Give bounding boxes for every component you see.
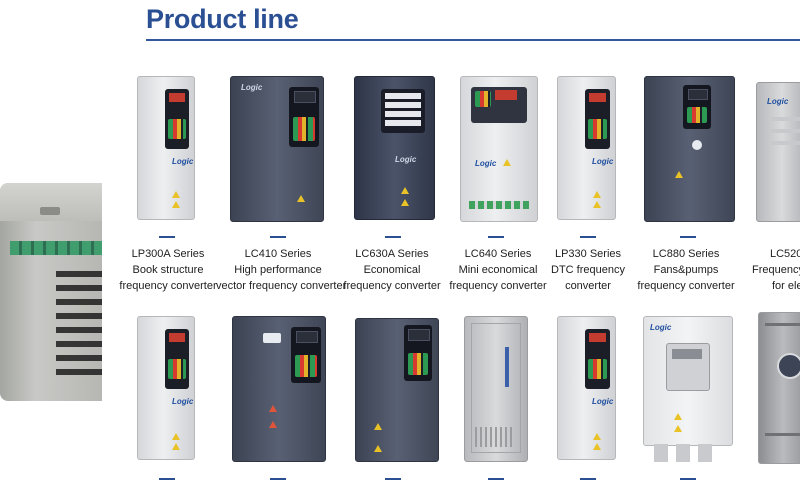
warning-triangle-icon	[374, 423, 382, 430]
product-divider	[385, 236, 401, 238]
product-divider	[488, 478, 504, 480]
product-image-row2-5[interactable]: Logic	[557, 316, 616, 460]
warning-triangle-icon	[172, 201, 180, 208]
warning-triangle-icon	[593, 443, 601, 450]
device-top-panel	[0, 183, 102, 221]
cable-glands	[654, 444, 720, 462]
product-image-row2-6[interactable]: Logic	[643, 316, 733, 446]
product-divider	[488, 236, 504, 238]
device-terminal-strip	[10, 241, 102, 255]
product-image-row2-7[interactable]	[758, 312, 800, 464]
product-image-lc880[interactable]	[644, 76, 735, 222]
warning-triangle-icon	[503, 159, 511, 166]
product-image-lp300a[interactable]: Logic	[137, 76, 195, 220]
product-divider	[385, 478, 401, 480]
zoomed-device-image	[0, 183, 102, 401]
product-image-row2-2[interactable]	[232, 316, 326, 462]
warning-triangle-icon	[374, 445, 382, 452]
warning-triangle-icon	[674, 425, 682, 432]
warning-triangle-icon	[172, 443, 180, 450]
product-divider	[680, 478, 696, 480]
title-underline	[146, 39, 800, 41]
logo-icon: Logic	[172, 157, 194, 166]
product-divider	[580, 236, 596, 238]
warning-triangle-icon	[593, 191, 601, 198]
warning-triangle-icon	[675, 171, 683, 178]
warning-triangle-icon	[269, 421, 277, 428]
product-image-lp330[interactable]: Logic	[557, 76, 616, 220]
logo-icon: Logic	[395, 155, 417, 164]
warning-triangle-icon	[297, 195, 305, 202]
product-divider	[270, 236, 286, 238]
logo-icon	[692, 140, 702, 150]
logo-icon: Logic	[592, 397, 614, 406]
product-divider	[270, 478, 286, 480]
device-vent-grille	[56, 271, 102, 381]
product-divider	[159, 236, 175, 238]
product-image-row2-1[interactable]: Logic	[137, 316, 195, 460]
logo-icon: Logic	[592, 157, 614, 166]
logo-icon: Logic	[475, 159, 497, 168]
product-divider	[580, 478, 596, 480]
page-title: Product line	[146, 4, 299, 34]
warning-triangle-icon	[269, 405, 277, 412]
product-image-lc410[interactable]: Logic	[230, 76, 324, 222]
product-image-lc520[interactable]: Logic	[756, 82, 800, 222]
warning-triangle-icon	[401, 199, 409, 206]
logo-icon: Logic	[172, 397, 194, 406]
warning-triangle-icon	[674, 413, 682, 420]
product-divider	[159, 478, 175, 480]
device-notch	[40, 207, 60, 215]
warning-triangle-icon	[593, 201, 601, 208]
logo-icon: Logic	[650, 323, 672, 332]
logo-icon: Logic	[241, 83, 263, 92]
product-image-lc640[interactable]: Logic	[460, 76, 538, 222]
product-divider	[680, 236, 696, 238]
warning-triangle-icon	[172, 433, 180, 440]
product-image-lc630a[interactable]: Logic	[354, 76, 435, 220]
product-image-row2-4[interactable]	[464, 316, 528, 462]
product-image-row2-3[interactable]	[355, 318, 439, 462]
warning-triangle-icon	[172, 191, 180, 198]
warning-triangle-icon	[593, 433, 601, 440]
warning-triangle-icon	[401, 187, 409, 194]
logo-icon: Logic	[767, 97, 789, 106]
